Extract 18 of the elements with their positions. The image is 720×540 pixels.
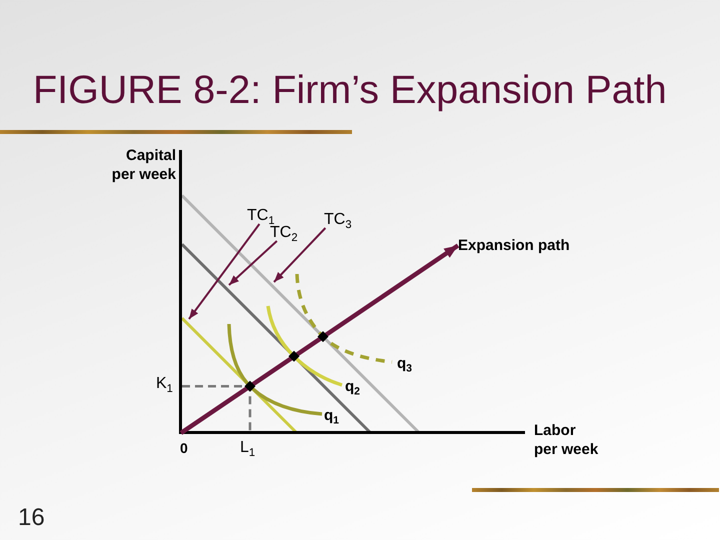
expansion-path-arrow — [180, 244, 460, 435]
axis-label: Capital per week — [110, 146, 176, 184]
curve-label: TC$_{1}$ — [247, 208, 275, 224]
curve-label: q$_{2}$ — [345, 379, 360, 394]
curve-label: q$_{1}$ — [324, 408, 340, 423]
curve-label: TC$_{3}$ — [324, 212, 352, 228]
curve-label: Expansion path — [458, 236, 570, 255]
curve-label: TC$_{2}$ — [270, 225, 298, 241]
leader-arrow — [273, 227, 326, 283]
axis-label: Labor per week — [534, 421, 600, 459]
leader-arrow — [228, 240, 278, 286]
axis-tick-label: 0 — [180, 441, 188, 455]
axis-tick-label: K$_{1}$ — [156, 376, 173, 392]
slide-title: FIGURE 8-2: Firm’s Expansion Path — [33, 71, 667, 110]
leader-arrow — [188, 223, 260, 320]
axis-tick-label: L$_{1}$ — [240, 440, 256, 456]
slide-number: 16 — [18, 506, 45, 530]
curve-label: q$_{3}$ — [397, 356, 412, 371]
